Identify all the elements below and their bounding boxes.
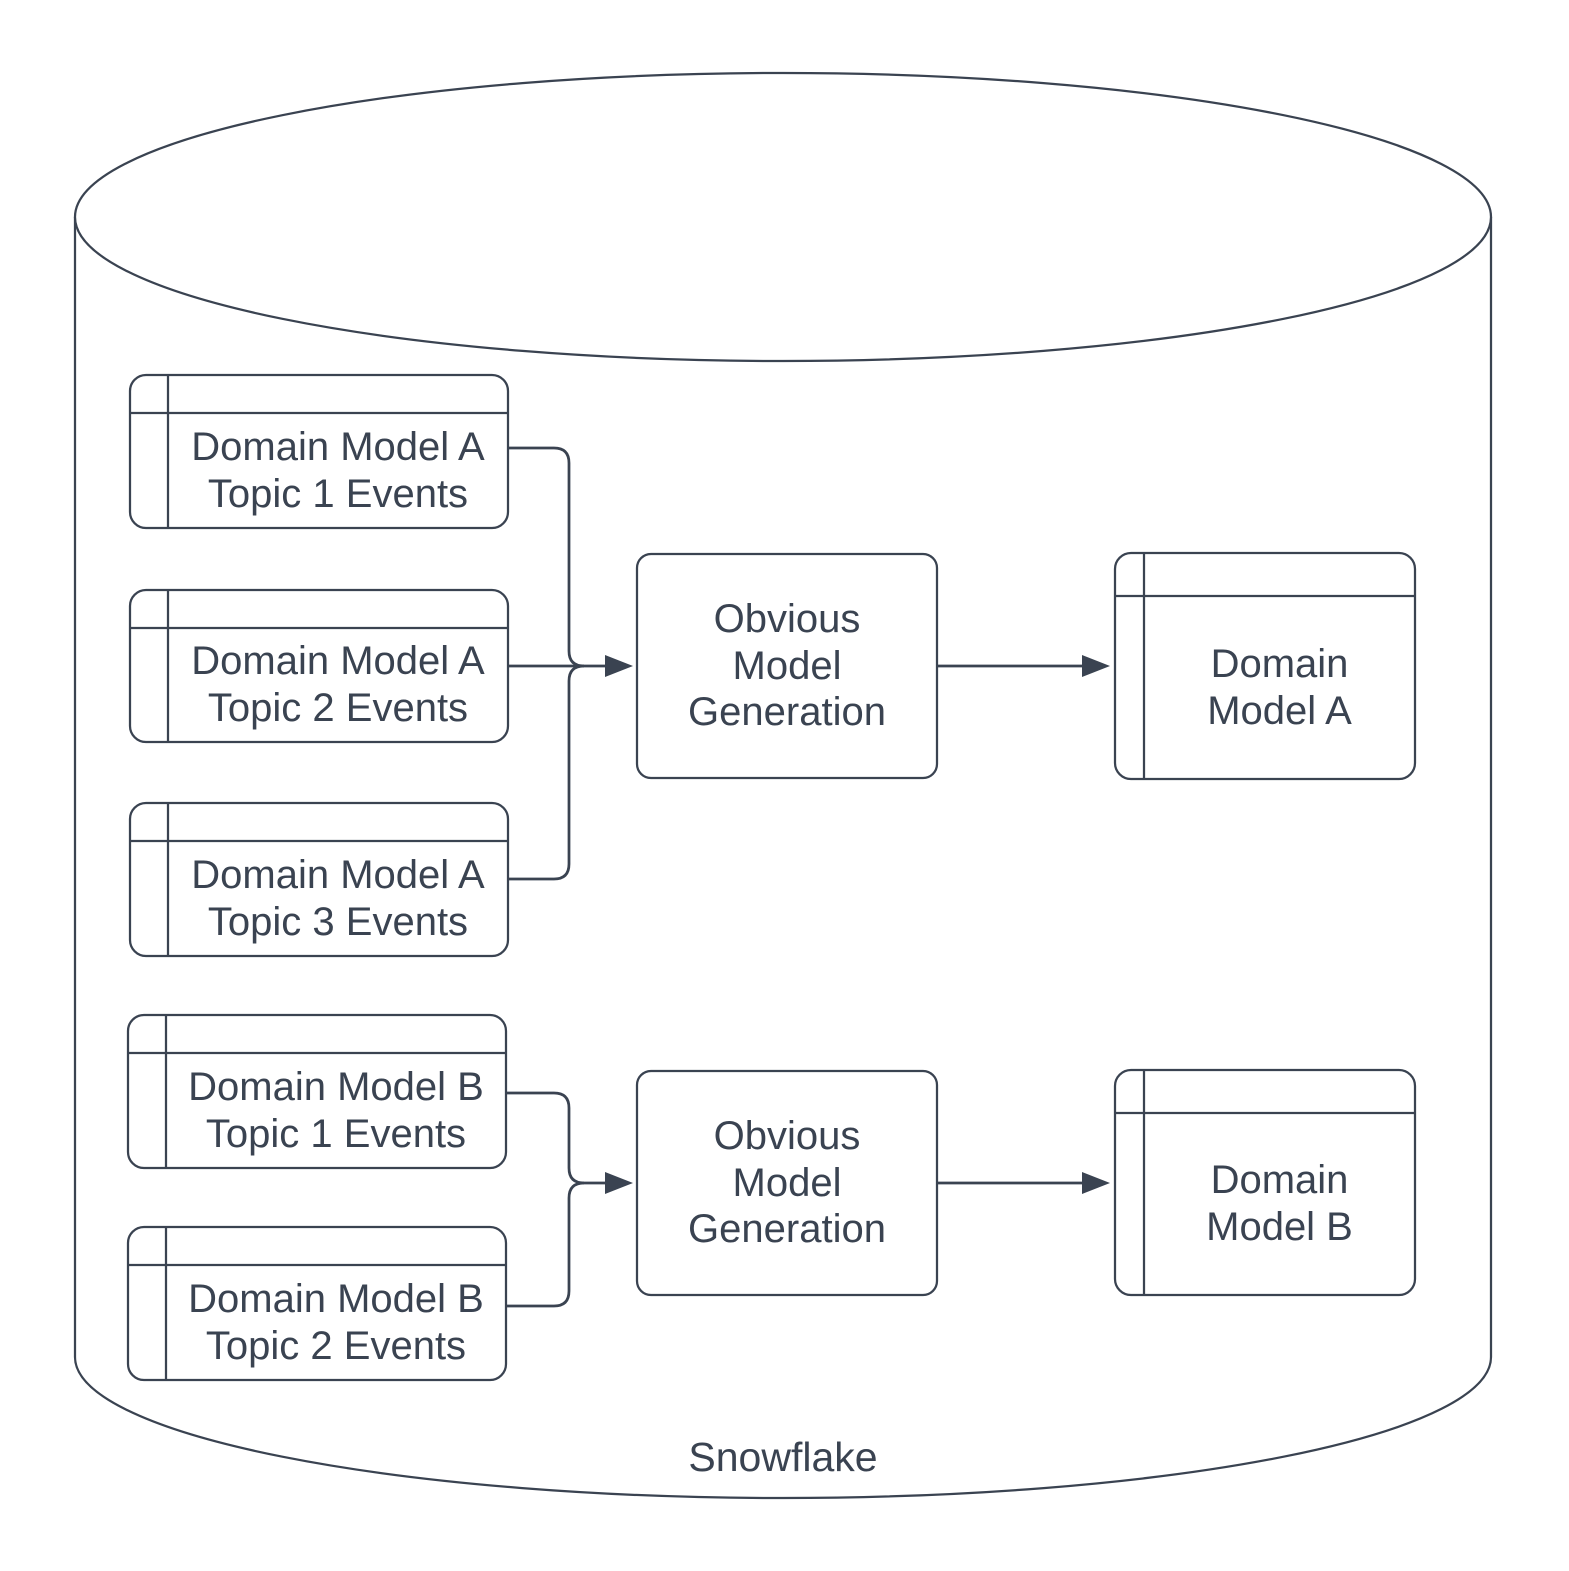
output-a-box bbox=[1113, 551, 1417, 781]
table-shape-output-b bbox=[1113, 1068, 1417, 1297]
topic-b2-label: Domain Model B Topic 2 Events bbox=[188, 1276, 484, 1368]
output-a-label: Domain Model A bbox=[1207, 641, 1352, 733]
table-shape-output-a bbox=[1113, 551, 1417, 781]
connector-topic-a1-to-process-a bbox=[508, 446, 585, 668]
process-a-label: Obvious Model Generation bbox=[688, 596, 886, 735]
arrowhead-into-output-b bbox=[1082, 1172, 1110, 1194]
connector-topic-b1-to-process-b bbox=[506, 1091, 585, 1185]
arrowhead-into-process-a bbox=[605, 655, 633, 677]
table-shape-topic-b2 bbox=[126, 1225, 508, 1382]
table-shape-topic-a3 bbox=[128, 801, 510, 958]
table-shape-topic-a1 bbox=[128, 373, 510, 530]
topic-a2-label: Domain Model A Topic 2 Events bbox=[191, 639, 485, 730]
connector-topic-b2-to-process-b bbox=[506, 1181, 585, 1308]
arrowhead-into-process-b bbox=[605, 1172, 633, 1194]
process-b-label: Obvious Model Generation bbox=[688, 1113, 886, 1252]
cylinder-top-ellipse bbox=[73, 71, 1493, 363]
output-b-label: Domain Model B bbox=[1206, 1158, 1353, 1249]
topic-b1-label: Domain Model B Topic 1 Events bbox=[188, 1064, 484, 1156]
topic-a1-label: Domain Model A Topic 1 Events bbox=[191, 424, 485, 516]
table-shape-topic-b1 bbox=[126, 1013, 508, 1170]
cylinder-snowflake-label: Snowflake bbox=[688, 1434, 878, 1481]
output-b-box bbox=[1113, 1068, 1417, 1297]
topic-a3-label: Domain Model A Topic 3 Events bbox=[191, 852, 485, 944]
connector-topic-a3-to-process-a bbox=[508, 664, 585, 881]
arrowhead-into-output-a bbox=[1082, 655, 1110, 677]
